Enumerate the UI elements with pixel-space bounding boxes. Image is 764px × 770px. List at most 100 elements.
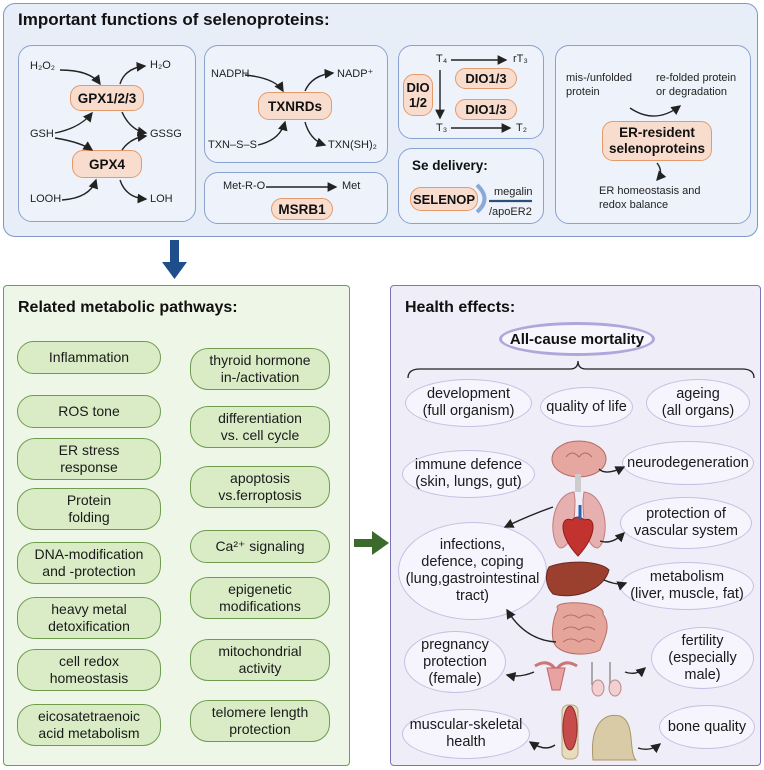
health-development: development(full organism) <box>405 379 532 427</box>
arrow-gssg-down <box>121 132 148 151</box>
dio12-enzyme: DIO 1/2 <box>403 74 433 116</box>
text-line: detoxification <box>48 618 130 634</box>
megalin-label: megalin <box>494 186 533 198</box>
text-line: neurodegeneration <box>627 454 749 471</box>
uterus-icon <box>546 667 566 691</box>
arrow-metabolism <box>603 579 628 591</box>
health-infections: infections,defence, coping(lung,gastroin… <box>398 522 547 620</box>
reaction-arrows <box>54 55 682 204</box>
arrow-muscular <box>528 741 556 751</box>
receptor-arc <box>475 183 487 214</box>
arrow-neuro <box>598 466 626 476</box>
brain-folds-icon <box>565 452 593 458</box>
arrow-h2o-out <box>119 61 147 85</box>
pathway-right-3: Ca²⁺ signaling <box>190 530 330 563</box>
text-line: fertility <box>681 632 724 649</box>
er-selenoproteins-enzyme: ER-resident selenoproteins <box>602 121 712 161</box>
health-immune: immune defence(skin, lungs, gut) <box>402 450 535 498</box>
text-line: (skin, lungs, gut) <box>415 474 522 490</box>
text-line: activity <box>238 660 282 676</box>
liver-icon <box>545 561 610 597</box>
health-metabolism: metabolism(liver, muscle, fat) <box>620 562 754 610</box>
text-line: (full organism) <box>422 403 515 419</box>
text-line: modifications <box>219 598 301 614</box>
refolded-line1: re-folded protein <box>656 72 737 84</box>
loh-label: LOH <box>150 193 173 205</box>
mortality-brace <box>407 360 755 379</box>
text-line: in-/activation <box>220 369 300 385</box>
all-cause-mortality: All-cause mortality <box>499 322 655 356</box>
text-line: Protein <box>66 492 112 508</box>
arrow-gsh-up <box>54 111 93 134</box>
gsh-label: GSH <box>30 128 54 140</box>
pathway-left-0: Inflammation <box>17 341 161 374</box>
arrow-infections <box>503 506 554 528</box>
arrow-er-homeostasis <box>656 162 667 182</box>
muscle-icon <box>562 705 578 751</box>
selenop-enzyme: SELENOP <box>410 187 478 211</box>
apoer2-label: /apoER2 <box>489 206 532 218</box>
down-arrow-head <box>162 262 187 279</box>
pathways-title: Related metabolic pathways: <box>18 299 238 316</box>
gpx123-enzyme: GPX1/2/3 <box>70 85 144 111</box>
text-line: ROS tone <box>58 403 120 419</box>
text-line: tract) <box>455 588 490 604</box>
text-line: immune defence <box>414 457 523 473</box>
trachea-icon <box>575 474 581 492</box>
text-line: folding <box>68 509 110 525</box>
health-title: Health effects: <box>405 299 516 316</box>
rt3-label: rT₃ <box>513 53 528 65</box>
arrow-looh-in <box>61 178 98 201</box>
refolded-line2: or degradation <box>656 86 727 98</box>
met-ro-label: Met-R-O <box>223 180 266 192</box>
dio13-enzyme-top: DIO1/3 <box>455 68 517 89</box>
heart-icon <box>562 516 594 557</box>
arrow-refold <box>629 105 682 117</box>
homeostasis-line2: redox balance <box>599 199 669 211</box>
gpx4-enzyme: GPX4 <box>72 150 142 178</box>
arrow-h2o2-in <box>59 69 101 86</box>
arrow-pregnancy <box>505 671 535 682</box>
text-line: (all organs) <box>661 403 735 419</box>
text-line: acid metabolism <box>38 725 140 741</box>
dio12-line1: DIO <box>406 80 430 95</box>
text-line: thyroid hormone <box>209 352 311 368</box>
arrow-nadph-in <box>244 74 284 93</box>
text-line: Ca²⁺ signaling <box>215 538 305 554</box>
txn-sh-label: TXN(SH)₂ <box>328 139 377 151</box>
right-arrow-head <box>372 531 389 555</box>
text-line: homeostasis <box>49 670 129 686</box>
down-arrow-shaft <box>170 240 179 264</box>
intestine-icon <box>551 602 608 655</box>
arrow-bone <box>637 743 662 754</box>
text-line: response <box>60 459 118 475</box>
text-line: development <box>426 386 511 402</box>
text-line: defence, coping <box>421 554 524 570</box>
arrow-infections-gut <box>506 608 557 643</box>
h2o2-label: H₂O₂ <box>30 60 56 72</box>
text-line: protection of <box>646 506 726 522</box>
arrow-fertility <box>624 667 647 678</box>
text-line: vascular system <box>634 523 738 539</box>
msrb1-enzyme: MSRB1 <box>271 198 333 220</box>
gpx-box <box>18 45 196 222</box>
health-arrows <box>503 466 662 754</box>
testis-left-icon <box>591 679 605 697</box>
health-bone: bone quality <box>659 705 755 749</box>
nadph-label: NADPH <box>211 68 250 80</box>
text-line: and -protection <box>42 563 136 579</box>
er-enzyme-line2: selenoproteins <box>608 141 706 156</box>
met-label: Met <box>342 180 361 192</box>
arrow-txnsh-out <box>304 121 327 147</box>
